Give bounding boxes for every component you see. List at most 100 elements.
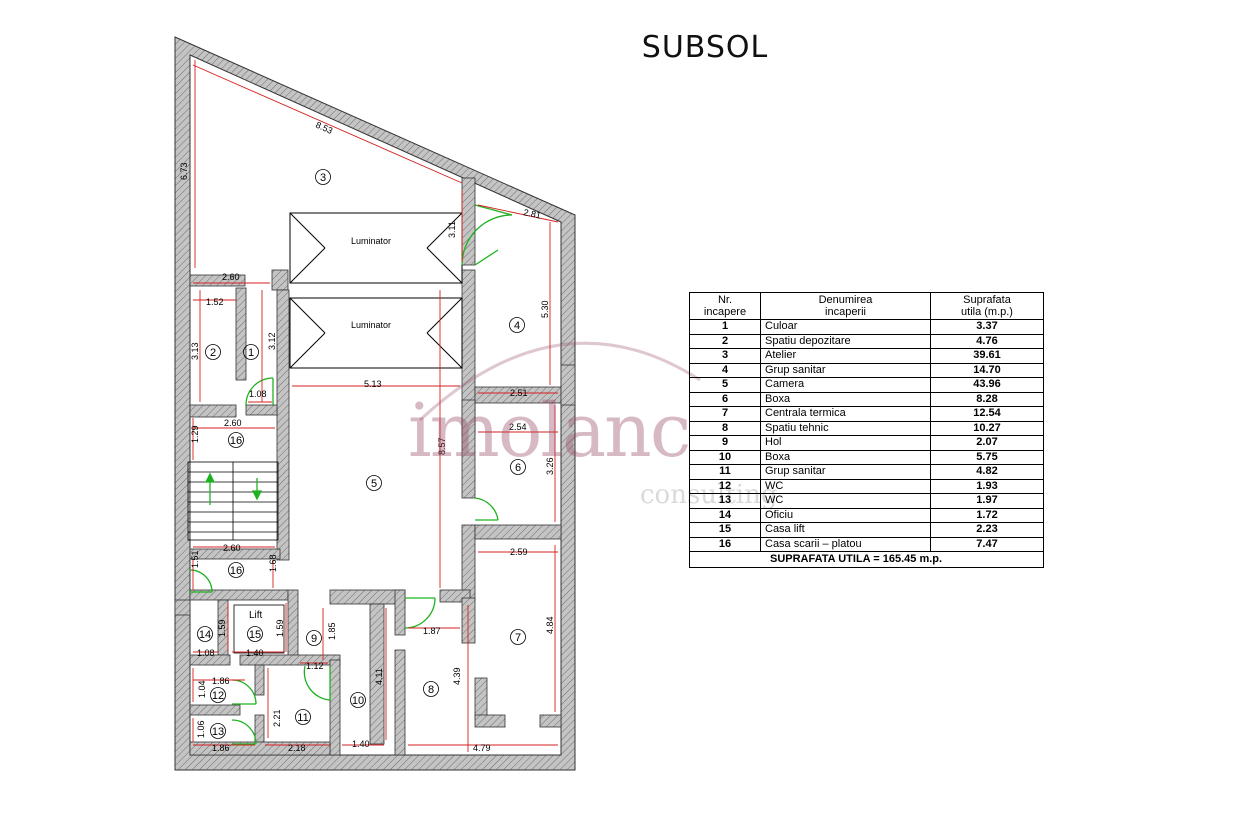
room-marker: 16 bbox=[228, 562, 244, 578]
room-marker: 11 bbox=[295, 709, 311, 725]
row-name: Casa scarii – platou bbox=[760, 536, 931, 551]
dimension-label: 1.86 bbox=[212, 676, 230, 686]
page-title: SUBSOL bbox=[641, 30, 769, 65]
row-nr: 11 bbox=[689, 464, 761, 479]
dimension-label: 1.08 bbox=[197, 648, 215, 658]
dimension-label: 1.29 bbox=[190, 425, 200, 443]
room-number: 16 bbox=[230, 565, 242, 577]
row-nr: 4 bbox=[689, 362, 761, 378]
row-name: Centrala termica bbox=[760, 406, 931, 421]
room-markers: 1 2 3 4 5 6 7 8 9 10 11 12 13 14 15 16 1… bbox=[197, 169, 526, 739]
room-number: 11 bbox=[297, 712, 308, 724]
room-marker: 13 bbox=[210, 723, 226, 739]
dimension-label: 8.53 bbox=[314, 120, 334, 136]
row-nr: 1 bbox=[689, 319, 761, 334]
row-nr: 10 bbox=[689, 449, 761, 465]
skylight-label: Luminator bbox=[351, 236, 391, 246]
row-nr: 9 bbox=[689, 435, 761, 450]
dimension-label: 2.18 bbox=[288, 743, 306, 753]
room-marker: 6 bbox=[510, 459, 526, 475]
room-marker: 9 bbox=[306, 630, 322, 646]
row-nr: 7 bbox=[689, 406, 761, 421]
staircase bbox=[187, 461, 279, 541]
row-name: Boxa bbox=[760, 391, 931, 407]
dimension-label: 5.13 bbox=[364, 379, 382, 389]
dimension-label: 1.40 bbox=[246, 648, 264, 658]
column-header-nr: Nr. incapere bbox=[689, 292, 761, 320]
dimension-label: 1.86 bbox=[212, 743, 230, 753]
row-name: Casa lift bbox=[760, 522, 931, 537]
dimension-label: 3.26 bbox=[545, 457, 555, 475]
row-name: Spatiu tehnic bbox=[760, 420, 931, 436]
row-area: 7.47 bbox=[930, 536, 1044, 551]
room-number: 3 bbox=[320, 172, 326, 184]
lift-shaft bbox=[233, 604, 285, 654]
dimension-label: 3.12 bbox=[267, 332, 277, 350]
row-area: 4.82 bbox=[930, 464, 1044, 479]
row-nr: 6 bbox=[689, 391, 761, 407]
room-marker: 4 bbox=[509, 317, 525, 333]
row-name: WC bbox=[760, 478, 931, 494]
room-marker: 8 bbox=[423, 681, 439, 697]
room-number: 13 bbox=[212, 726, 224, 738]
dimension-label: 6.73 bbox=[179, 162, 189, 180]
dimension-label: 2.54 bbox=[509, 422, 527, 432]
dimension-label: 1.08 bbox=[249, 389, 267, 399]
dimension-label: 1.85 bbox=[327, 622, 337, 640]
row-area: 1.93 bbox=[930, 478, 1044, 494]
row-nr: 16 bbox=[689, 536, 761, 551]
area-legend-table: Nr. incapere Denumirea incaperii Suprafa… bbox=[689, 292, 1044, 568]
row-nr: 12 bbox=[689, 478, 761, 494]
dimension-label: 2.60 bbox=[222, 272, 240, 282]
skylight-lower bbox=[289, 297, 463, 369]
column-header-area: Suprafata utila (m.p.) bbox=[930, 292, 1044, 320]
room-number: 16 bbox=[230, 435, 242, 447]
dimension-label: 1.12 bbox=[306, 661, 324, 671]
dimension-label: 1.40 bbox=[352, 739, 370, 749]
lift-label: Lift bbox=[249, 610, 263, 621]
row-nr: 15 bbox=[689, 522, 761, 537]
row-area: 39.61 bbox=[930, 348, 1044, 363]
room-marker: 3 bbox=[315, 169, 331, 185]
watermark-arc bbox=[418, 341, 701, 422]
room-number: 6 bbox=[515, 462, 521, 474]
row-area: 12.54 bbox=[930, 406, 1044, 421]
dimension-label: 4.79 bbox=[473, 743, 491, 753]
dimension-lines bbox=[192, 60, 559, 752]
stair-arrows bbox=[204, 472, 263, 505]
row-area: 2.23 bbox=[930, 522, 1044, 537]
room-number: 8 bbox=[428, 684, 434, 696]
row-name: Culoar bbox=[760, 319, 931, 334]
dimension-label: 3.11 bbox=[447, 221, 457, 238]
dimension-label: 4.11 bbox=[374, 668, 384, 685]
dimension-label: 1.59 bbox=[275, 619, 285, 637]
row-area: 1.97 bbox=[930, 493, 1044, 508]
row-nr: 3 bbox=[689, 348, 761, 363]
dimension-label: 4.39 bbox=[452, 667, 462, 685]
room-marker: 7 bbox=[510, 629, 526, 645]
row-name: Grup sanitar bbox=[760, 464, 931, 479]
dimension-label: 2.21 bbox=[272, 709, 282, 727]
row-name: Oficiu bbox=[760, 507, 931, 523]
interior-walls bbox=[174, 177, 576, 756]
room-number: 12 bbox=[212, 690, 224, 702]
dimension-label: 2.51 bbox=[510, 388, 528, 398]
skylight-upper bbox=[289, 212, 463, 284]
room-marker: 1 bbox=[243, 344, 259, 360]
dimension-label: 2.81 bbox=[523, 207, 542, 220]
row-area: 1.72 bbox=[930, 507, 1044, 523]
total-area: SUPRAFATA UTILA = 165.45 m.p. bbox=[689, 551, 1044, 568]
dimension-label: 2.59 bbox=[510, 547, 528, 557]
column-header-name: Denumirea incaperii bbox=[760, 292, 931, 320]
